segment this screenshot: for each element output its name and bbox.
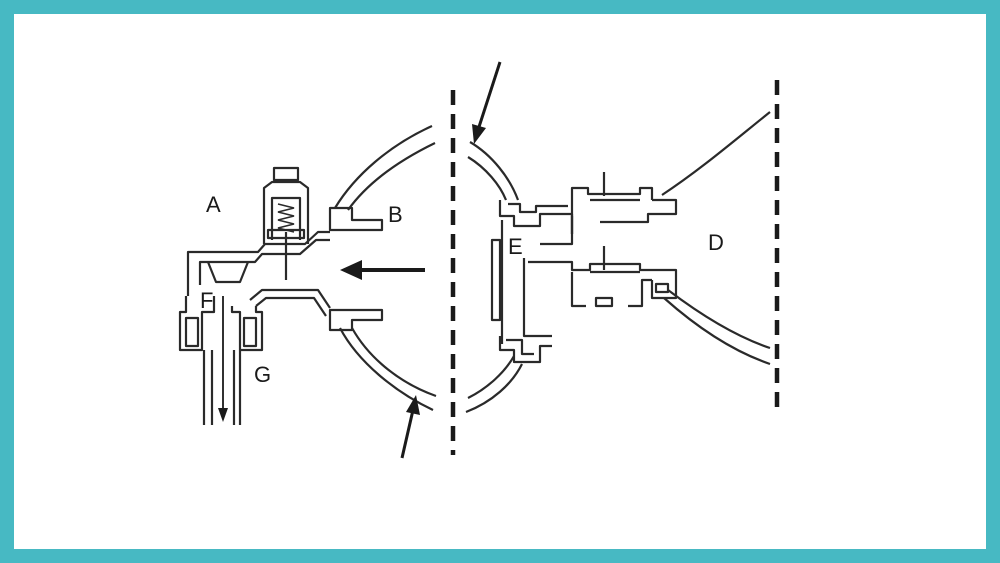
e-upper-bracket-inner [508,202,568,214]
fuel-flow-arrowhead [218,408,228,422]
label-e: E [508,234,523,259]
right-shell-lower-inner [465,363,523,414]
valve-spring [277,203,295,233]
right-pipe-fitting [230,306,264,352]
upper-flange [328,206,384,232]
duct-lower-edge [249,288,331,309]
lower-pointer-arrow [400,409,415,459]
lower-cylinder-top [528,260,652,272]
upper-pointer-arrowhead [472,124,486,144]
left-assembly [178,124,437,425]
airflow-arrowhead [340,260,362,280]
valve-cap [272,166,300,182]
lower-flange [328,308,384,332]
valve-inner [270,196,302,240]
e-lower-bracket-inner [506,338,534,356]
lower-cylinder-right-wall [628,278,652,308]
e-inner-wall [522,258,552,338]
upper-cylinder-top [570,186,654,234]
left-pipe-fitting [178,296,216,352]
label-g: G [254,362,271,387]
chamber-bowl [206,261,250,284]
e-upper-bracket [498,200,574,234]
lower-cylinder-cap [650,268,678,300]
left-shell-lower-outer [339,327,434,411]
right-shell-upper-inner [467,156,508,201]
horn-lower-outer [663,297,771,366]
upper-cylinder-link [540,216,574,246]
right-shell-lower-outer [467,355,515,399]
duct-lower-inner [255,296,327,317]
lower-pointer-arrowhead [406,395,420,415]
label-d: D [708,230,724,255]
upper-cylinder-cap [600,198,678,224]
right-shell-upper-outer [469,141,520,201]
lower-cylinder-nut [654,282,670,294]
horn-lower-inner [667,289,771,350]
right-assembly [465,111,771,414]
horn-upper-curve [661,111,771,196]
lower-cylinder-block [594,296,614,308]
label-f: F [200,288,213,313]
valve-seat [266,228,306,240]
e-lower-bracket [498,336,552,364]
left-shell-upper-inner [347,142,436,211]
upper-pointer-arrow [476,61,502,131]
duct-upper-inner [198,238,330,285]
left-shell-upper-outer [334,124,433,209]
right-fitting-nut [242,316,258,348]
lower-cylinder-left-wall [570,272,586,308]
label-b: B [388,202,403,227]
left-shell-lower-inner [351,327,437,398]
left-fitting-nut [184,316,200,348]
e-plate-stack [490,238,502,322]
valve-housing [262,180,310,244]
label-a: A [206,192,221,217]
